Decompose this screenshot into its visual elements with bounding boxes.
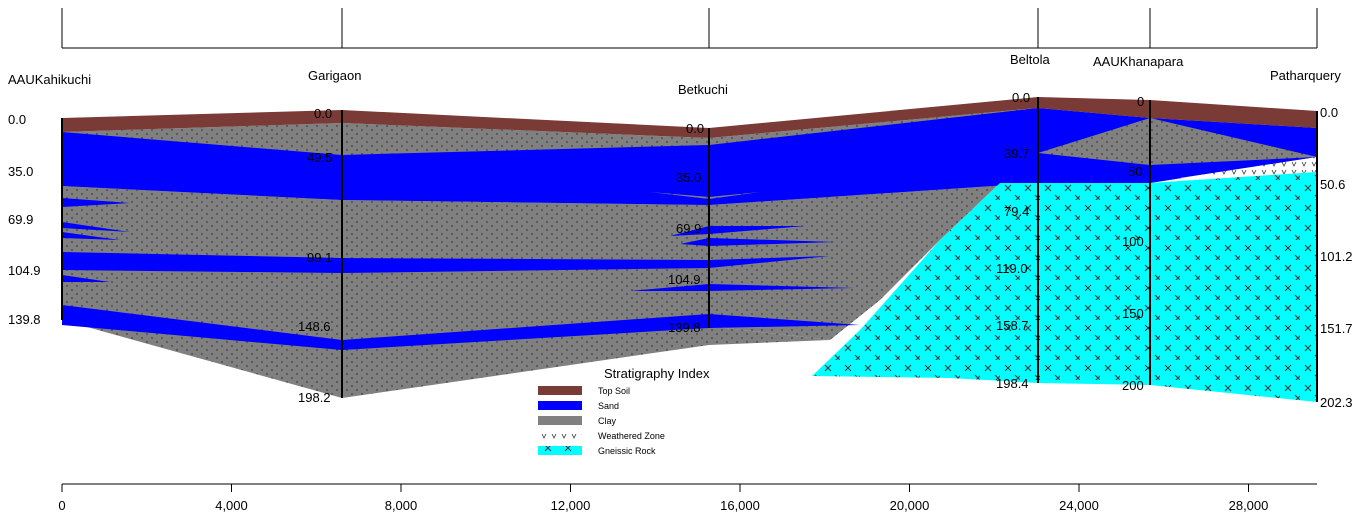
legend-swatch-gneissic-rock <box>538 446 582 455</box>
depth-label: 35.0 <box>8 164 33 179</box>
sand-layer-bottom <box>62 305 860 350</box>
depth-label: 198.4 <box>996 376 1029 391</box>
legend-swatch-sand <box>538 401 582 410</box>
depth-label: 79.4 <box>1004 204 1029 219</box>
sand-lens <box>630 284 855 291</box>
depth-label: 100 <box>1122 234 1144 249</box>
legend-label: Top Soil <box>598 386 630 396</box>
clay-lens-betkuchi <box>650 192 760 199</box>
depth-label: 198.2 <box>298 390 331 405</box>
depth-label: 0.0 <box>314 106 332 121</box>
axis-tick-label: 16,000 <box>720 498 760 513</box>
sand-lens <box>62 198 130 207</box>
axis-tick-label: 0 <box>58 498 65 513</box>
well-name-aaukahikuchi: AAUKahikuchi <box>8 72 91 87</box>
sand-lens <box>680 238 835 246</box>
depth-label: 35.0 <box>676 170 701 185</box>
well-name-betkuchi: Betkuchi <box>678 82 728 97</box>
depth-label: 39.7 <box>1004 146 1029 161</box>
legend-swatch-top-soil <box>538 386 582 395</box>
depth-label: 0 <box>1137 94 1144 109</box>
depth-label: 50.6 <box>1320 177 1345 192</box>
axis-tick-label: 24,000 <box>1059 498 1099 513</box>
legend: Stratigraphy Index Top Soil Sand Clay We… <box>538 366 710 456</box>
weathered-zone <box>1180 157 1317 178</box>
depth-label: 69.9 <box>676 221 701 236</box>
axis-tick-label: 8,000 <box>385 498 418 513</box>
depth-label: 119.0 <box>996 261 1028 276</box>
depth-label: 104.9 <box>668 272 701 287</box>
depth-label: 69.9 <box>8 212 33 227</box>
depth-label: 200 <box>1122 378 1144 393</box>
axis-tick-label: 20,000 <box>890 498 930 513</box>
depth-label: 50 <box>1128 164 1142 179</box>
legend-title: Stratigraphy Index <box>604 366 710 381</box>
axis-tick-label: 12,000 <box>551 498 591 513</box>
sand-lens <box>62 232 120 240</box>
depth-label: 49.5 <box>307 150 332 165</box>
depth-label: 139.8 <box>8 312 41 327</box>
axis-tick-label: 28,000 <box>1229 498 1269 513</box>
well-name-beltola: Beltola <box>1010 52 1051 67</box>
legend-label: Weathered Zone <box>598 431 665 441</box>
legend-swatch-clay <box>538 416 582 425</box>
clay-wedge-right <box>1038 118 1317 165</box>
well-name-patharquery: Patharquery <box>1270 68 1341 83</box>
depth-label: 0.0 <box>1012 90 1030 105</box>
depth-label: 202.3 <box>1320 395 1353 410</box>
well-name-aaukhanapara: AAUKhanapara <box>1093 54 1184 69</box>
depth-label: 0.0 <box>1320 105 1338 120</box>
depth-label: 139.8 <box>668 320 701 335</box>
sand-lens <box>62 275 110 282</box>
depth-label: 150 <box>1122 306 1144 321</box>
top-soil-layer <box>62 97 1317 138</box>
gneissic-rock <box>812 172 1317 402</box>
sand-lens <box>62 222 130 232</box>
depth-label: 0.0 <box>8 112 26 127</box>
top-reference-axis <box>61 8 1318 49</box>
depth-label: 101.2 <box>1320 249 1353 264</box>
depth-label: 148.6 <box>298 319 331 334</box>
distance-axis: 0 4,000 8,000 12,000 16,000 20,000 24,000 28,00… <box>58 483 1317 513</box>
legend-label: Clay <box>598 416 617 426</box>
legend-label: Sand <box>598 401 619 411</box>
depth-label: 151.7 <box>1320 321 1353 336</box>
depth-label: 0.0 <box>686 121 704 136</box>
well-name-garigaon: Garigaon <box>308 68 361 83</box>
depth-label: 99.1 <box>307 250 332 265</box>
borehole-lines <box>61 97 1318 402</box>
axis-tick-label: 4,000 <box>215 498 248 513</box>
legend-label: Gneissic Rock <box>598 446 656 456</box>
legend-swatch-weathered-zone <box>538 431 582 440</box>
depth-label: 158.7 <box>996 318 1029 333</box>
sand-layer-middle <box>62 252 830 273</box>
depth-label: 104.9 <box>8 263 41 278</box>
sand-lens <box>670 226 805 236</box>
sand-layer-upper <box>62 108 1317 205</box>
